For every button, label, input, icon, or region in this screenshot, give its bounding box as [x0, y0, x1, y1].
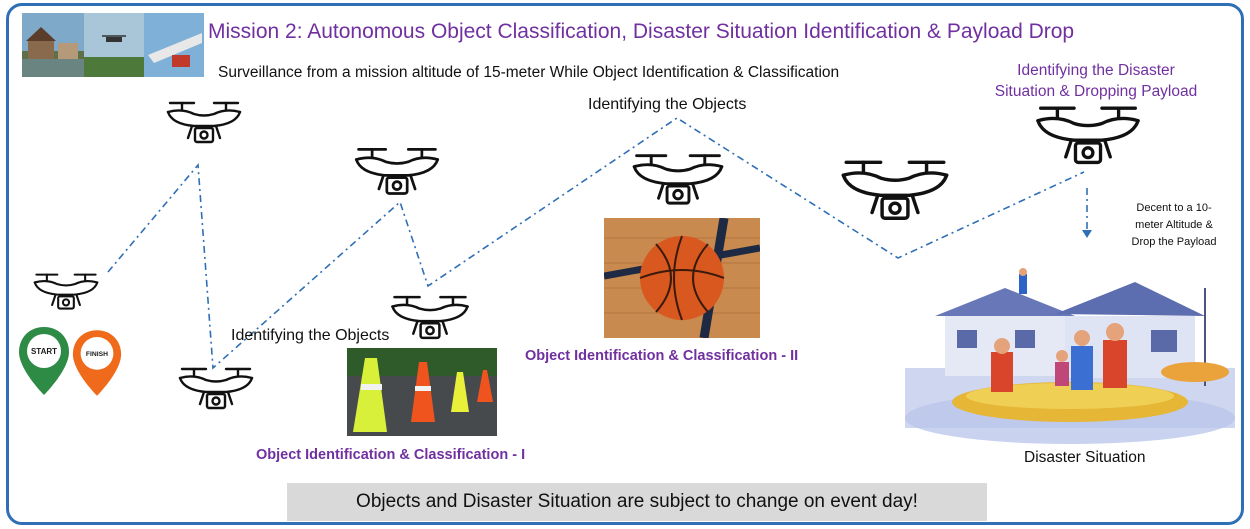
identifying-objects-left-label: Identifying the Objects [231, 327, 390, 344]
finish-pin-icon: FINISH [72, 330, 122, 396]
disaster-situation-label: Disaster Situation [1024, 449, 1146, 466]
disaster-identification-line1: Identifying the Disaster [1017, 62, 1175, 79]
descent-note-line2: meter Altitude & [1135, 219, 1213, 231]
page-subtitle: Surveillance from a mission altitude of … [218, 64, 840, 81]
disaster-identification-label: Identifying the Disaster Situation & Dro… [992, 60, 1200, 102]
basketball-image [604, 218, 760, 338]
drone-icon [391, 295, 469, 340]
identifying-objects-top-label: Identifying the Objects [588, 96, 747, 113]
drone-icon [178, 367, 254, 410]
descent-arrow-icon [1082, 230, 1092, 238]
traffic-cones-image [347, 348, 497, 436]
disaster-illustration [905, 268, 1235, 444]
drone-icon [841, 160, 949, 220]
disaster-identification-line2: Situation & Dropping Payload [994, 83, 1198, 100]
drone-icon [166, 101, 242, 144]
page-title: Mission 2: Autonomous Object Classificat… [208, 20, 1075, 43]
finish-pin-label: FINISH [86, 351, 108, 358]
descent-note-line1: Decent to a 10- [1136, 202, 1212, 214]
event-day-banner: Objects and Disaster Situation are subje… [287, 483, 987, 521]
drone-icon [632, 154, 724, 205]
descent-note-line3: Drop the Payload [1131, 236, 1217, 248]
drone-icon [354, 148, 440, 195]
header-images [22, 13, 204, 77]
drone-icon [1036, 106, 1140, 165]
object-classification-1-label: Object Identification & Classification -… [256, 447, 526, 463]
flight-path-line [107, 117, 1085, 370]
start-pin-icon: START [19, 327, 69, 395]
start-pin-label: START [31, 347, 57, 356]
object-classification-2-label: Object Identification & Classification -… [525, 348, 799, 364]
drone-icon [33, 273, 99, 310]
descent-note: Decent to a 10- meter Altitude & Drop th… [1114, 200, 1234, 251]
